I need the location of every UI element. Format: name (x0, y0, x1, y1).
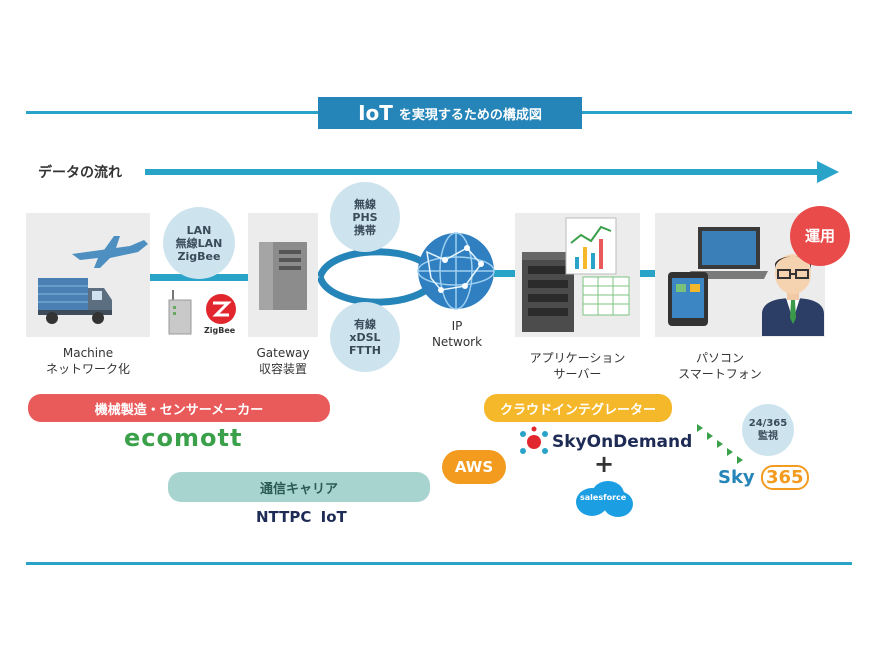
ecomott-logo: ecomott (124, 424, 243, 452)
tablet-icon (668, 272, 708, 326)
monitoring-bubble: 24/365 監視 (742, 404, 794, 456)
skyondemand-logo: SkyOnDemand (552, 432, 693, 452)
connector-line (494, 270, 520, 277)
diagram-title: IoT を実現するための構成図 (318, 97, 582, 129)
flow-arrow-icon (145, 161, 839, 183)
skyondemand-mark-icon (520, 426, 548, 454)
flow-label: データの流れ (38, 165, 122, 181)
operation-badge: 運用 (790, 206, 850, 266)
maker-pill: 機械製造・センサーメーカー (28, 394, 330, 422)
gateway-caption: Gateway 収容装置 (238, 345, 328, 377)
device-caption-line: スマートフォン (678, 367, 762, 381)
operator-person-icon (762, 254, 824, 336)
gateway-caption-line: Gateway (256, 346, 310, 360)
title-main: IoT (358, 101, 393, 125)
sky365-logo-365: 365 (760, 465, 809, 490)
wired-bubble-line: FTTH (349, 343, 381, 357)
laptop-icon (690, 227, 768, 279)
machine-caption: Machine ネットワーク化 (26, 345, 150, 377)
cloud-icon (576, 481, 633, 517)
server-caption-line: アプリケーション (529, 351, 626, 365)
bottom-rule (26, 562, 852, 565)
integrator-pill: クラウドインテグレーター (484, 394, 672, 422)
operation-badge-text: 運用 (804, 226, 835, 245)
server-caption-line: サーバー (553, 367, 602, 381)
wireless-bubble: 無線 PHS 携帯 (330, 182, 400, 252)
lan-bubble-line: ZigBee (177, 249, 221, 263)
checkmark-chevrons-icon (697, 424, 743, 464)
globe-network-icon (417, 232, 495, 310)
server-caption: アプリケーション サーバー (505, 350, 650, 382)
router-icon (168, 290, 192, 335)
plus-sign: + (594, 450, 615, 478)
lan-bubble-line: 無線LAN (175, 236, 223, 250)
gateway-caption-line: 収容装置 (258, 362, 307, 376)
nttpc-logo-iot: IoT (320, 508, 347, 526)
sky365-logo: Sky 365 (718, 465, 809, 490)
connector-line (640, 270, 658, 277)
device-caption: パソコン スマートフォン (665, 350, 775, 382)
salesforce-logo: salesforce (574, 480, 634, 518)
nttpc-logo: NTTPC IoT (256, 508, 347, 526)
spreadsheet-icon (582, 276, 630, 316)
nttpc-logo-text: NTTPC (256, 508, 312, 526)
machine-caption-line: ネットワーク化 (45, 362, 130, 376)
ip-network-caption: IP Network (412, 318, 502, 350)
carrier-pill: 通信キャリア (168, 472, 430, 502)
sky365-logo-sky: Sky (718, 467, 755, 488)
lan-bubble: LAN 無線LAN ZigBee (163, 207, 235, 279)
chart-sheet-icon (565, 217, 617, 275)
monitoring-bubble-line: 24/365 (748, 418, 788, 429)
machine-caption-line: Machine (62, 346, 114, 360)
wireless-bubble-line: PHS (352, 210, 378, 224)
wireless-bubble-line: 無線 (354, 197, 376, 211)
aws-logo: AWS (442, 450, 506, 484)
truck-icon (38, 278, 112, 324)
ip-network-caption-line: IP (451, 319, 463, 333)
airplane-icon (72, 236, 148, 268)
wired-bubble: 有線 xDSL FTTH (330, 302, 400, 372)
title-sub: を実現するための構成図 (398, 107, 542, 123)
wireless-bubble-line: 携帯 (354, 223, 376, 237)
server-rack-icon (522, 252, 574, 332)
wired-bubble-line: 有線 (354, 317, 376, 331)
monitoring-bubble-line: 監視 (758, 431, 778, 442)
gateway-server-icon (259, 242, 307, 310)
zigbee-logo-text: ZigBee (204, 326, 236, 335)
device-caption-line: パソコン (695, 351, 744, 365)
lan-bubble-line: LAN (186, 223, 212, 237)
ip-network-caption-line: Network (431, 335, 483, 349)
salesforce-logo-text: salesforce (580, 493, 627, 502)
wired-bubble-line: xDSL (349, 330, 381, 344)
zigbee-logo-icon (206, 294, 236, 324)
